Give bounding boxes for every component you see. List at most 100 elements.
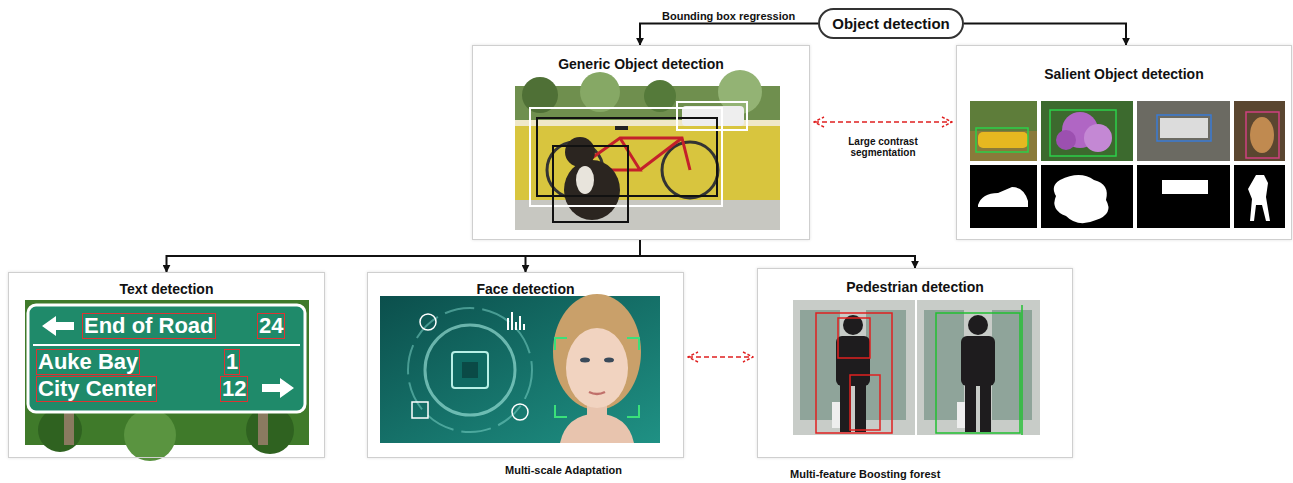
salient-photos-part (970, 165, 1037, 228)
category-box: Salient Object detection (956, 45, 1292, 240)
salient-photos-part (1050, 110, 1116, 156)
face-illustration-part (507, 318, 509, 330)
pedestrian-photos-part (836, 315, 995, 432)
generic-photo-part (515, 200, 780, 230)
road-sign-part (64, 410, 74, 445)
salient-photos-part (1137, 101, 1230, 161)
face-illustration-part (412, 402, 428, 418)
generic-photo-part (576, 166, 594, 194)
road-sign-part (124, 409, 176, 461)
face-illustration-part (555, 338, 639, 417)
salient-photos-part (1041, 101, 1133, 161)
dashed-double-arrow (688, 356, 753, 358)
generic-photo-part (640, 138, 682, 170)
pedestrian-photos-part (816, 313, 892, 433)
salient-photos-part (1246, 112, 1279, 158)
salient-photos-part (1157, 115, 1211, 141)
face-illustration-part (627, 338, 639, 350)
edge-label: Bounding box regression (660, 10, 797, 22)
tree-arrow (167, 240, 641, 272)
heading: Face detection (368, 273, 683, 297)
pedestrian-photos-part (866, 310, 906, 420)
generic-photo-part (515, 120, 780, 200)
method-note: Multi-scale Adaptation (505, 464, 622, 476)
face-illustration-part (566, 328, 628, 408)
road-sign-part (258, 410, 268, 445)
pedestrian-photos-part (968, 315, 988, 335)
road-sign-part (38, 408, 82, 452)
pedestrian-photos-part (816, 313, 892, 433)
generic-photo-part (677, 102, 747, 130)
salient-photos-part (1250, 117, 1274, 153)
salient-photos-part (1160, 118, 1208, 138)
salient-photos-part (976, 128, 1028, 152)
face-illustration-part (462, 362, 478, 378)
pedestrian-photos-part (936, 305, 1022, 435)
pedestrian-photos-part (917, 300, 1040, 435)
pedestrian-photos (793, 300, 1040, 435)
category-box: Generic Object detection (472, 45, 810, 240)
face-illustration-part (515, 322, 517, 330)
salient-photos-part (1248, 175, 1270, 221)
pedestrian-photos-part (855, 384, 866, 432)
category-box: Pedestrian detection (757, 268, 1073, 458)
salient-photos-part (1054, 175, 1109, 223)
pedestrian-photos-part (1021, 305, 1023, 435)
tree-arrow (964, 24, 1126, 46)
heading: Object detection (832, 15, 950, 32)
salient-photos-part (1162, 180, 1208, 194)
sign-text: 24 (259, 315, 283, 337)
sign-text: 12 (222, 378, 246, 400)
salient-photos-part (1137, 165, 1230, 228)
road-sign-part (28, 305, 305, 412)
tree-arrow (526, 240, 641, 272)
face-illustration-part (519, 316, 521, 330)
sign-text: End of Road (84, 315, 214, 337)
face-illustration-part (420, 314, 436, 330)
pedestrian-photos-part (838, 318, 870, 358)
face-illustration-part (553, 294, 641, 410)
salient-photos-part (1041, 165, 1133, 228)
salient-photos-part (970, 101, 1037, 131)
road-sign (25, 300, 309, 461)
face-illustration-part (523, 324, 525, 330)
pedestrian-photos-part (936, 313, 1020, 433)
pedestrian-photos-part (793, 300, 915, 435)
face-illustration-part (512, 404, 528, 420)
salient-photos-part (978, 187, 1028, 207)
pedestrian-photos-part (992, 310, 1032, 420)
face-illustration-part (627, 405, 639, 417)
salient-photos-part (970, 101, 1037, 161)
tree-arrow (640, 24, 818, 46)
method-note: Multi-feature Boosting forest (790, 468, 940, 480)
road-sign-part (262, 378, 294, 398)
generic-photo-part (553, 146, 628, 222)
category-box: Face detection (367, 272, 684, 458)
pedestrian-photos-part (836, 336, 870, 386)
salient-photos-part (1084, 124, 1112, 152)
pedestrian-photos-part (957, 402, 965, 428)
road-sign-part (42, 316, 74, 336)
generic-photo-part (580, 72, 620, 112)
face-illustration-part (508, 312, 524, 330)
road-sign-part (33, 344, 300, 346)
face-illustration-part (589, 392, 605, 394)
face-illustration-part (604, 358, 614, 363)
generic-photo-part (515, 86, 780, 230)
heading: Pedestrian detection (758, 269, 1072, 295)
sign-text: Auke Bay (38, 351, 138, 373)
heading: Generic Object detection (473, 46, 809, 72)
salient-photos-part (1056, 130, 1076, 150)
face-illustration-part (425, 325, 515, 415)
pedestrian-photos-part (961, 336, 995, 386)
sign-text: City Center (38, 378, 155, 400)
face-illustration-part (580, 358, 590, 363)
generic-photo-part (564, 160, 620, 220)
generic-photo-part (565, 137, 595, 167)
edge-label: Large contrast segmentation (833, 136, 933, 158)
root-pill: Object detection (818, 8, 964, 39)
face-illustration (380, 294, 660, 443)
face-illustration-part (555, 338, 567, 350)
salient-photos-part (978, 132, 1028, 148)
pedestrian-photos-part (965, 384, 976, 432)
